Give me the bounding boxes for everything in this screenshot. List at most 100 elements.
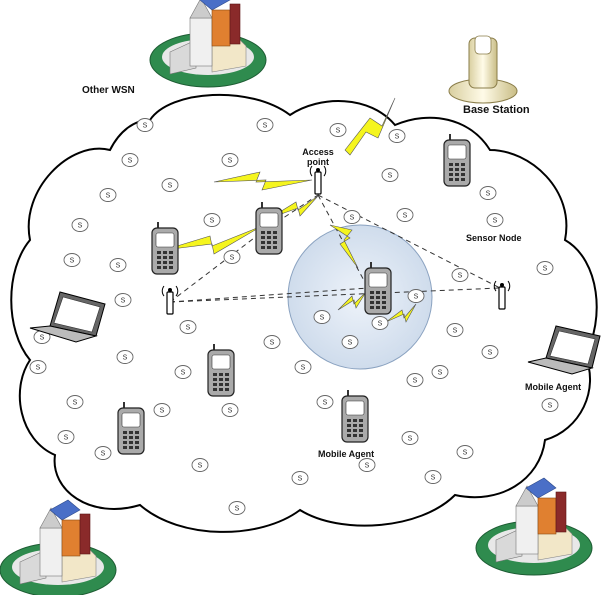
svg-text:S: S: [438, 370, 443, 377]
svg-text:S: S: [181, 370, 186, 377]
sensor-node-icon: S: [407, 289, 425, 303]
svg-text:S: S: [116, 263, 121, 270]
svg-text:S: S: [336, 128, 341, 135]
svg-text:S: S: [106, 193, 111, 200]
sensor-node-icon: S: [541, 398, 559, 412]
mobile-phone-icon: [207, 344, 235, 397]
svg-text:S: S: [323, 400, 328, 407]
svg-text:S: S: [160, 408, 165, 415]
antenna-icon: [309, 165, 327, 195]
sensor-node-icon: S: [401, 431, 419, 445]
sensor-node-icon: S: [313, 310, 331, 324]
sensor-node-icon: S: [263, 335, 281, 349]
mobile-phone-icon: [364, 262, 392, 315]
base-station-label: Base Station: [463, 104, 530, 116]
svg-text:S: S: [40, 335, 45, 342]
mobile-agent-label-right: Mobile Agent: [525, 382, 581, 392]
sensor-node-icon: S: [71, 218, 89, 232]
laptop-icon: [29, 291, 106, 343]
sensor-node-icon: S: [63, 253, 81, 267]
sensor-node-icon: S: [161, 178, 179, 192]
sensor-node-icon: S: [479, 186, 497, 200]
mobile-phone-icon: [255, 202, 283, 255]
sensor-node-icon: S: [456, 445, 474, 459]
sensor-node-icon: S: [536, 261, 554, 275]
svg-text:S: S: [493, 218, 498, 225]
sensor-node-icon: S: [381, 168, 399, 182]
svg-text:S: S: [128, 158, 133, 165]
svg-text:S: S: [350, 215, 355, 222]
svg-text:S: S: [121, 298, 126, 305]
svg-text:S: S: [486, 191, 491, 198]
laptop-icon: [527, 325, 601, 375]
access-point-label-line2: point: [307, 157, 329, 167]
sensor-node-icon: S: [136, 118, 154, 132]
sensor-node-icon: S: [329, 123, 347, 137]
sensor-node-icon: S: [191, 458, 209, 472]
svg-text:S: S: [414, 294, 419, 301]
sensor-node-icon: S: [114, 293, 132, 307]
svg-text:S: S: [463, 450, 468, 457]
access-point-label-line1: Access: [302, 147, 334, 157]
building-cluster-icon: [149, 0, 267, 88]
wireless-link-icon: [385, 303, 417, 323]
antenna-icon: [161, 285, 179, 315]
sensor-node-icon: S: [371, 316, 389, 330]
sensor-node-icon: S: [486, 213, 504, 227]
sensor-node-icon: S: [99, 188, 117, 202]
svg-text:S: S: [64, 435, 69, 442]
svg-text:S: S: [210, 218, 215, 225]
sensor-node-icon: S: [174, 365, 192, 379]
sensor-node-icon: S: [396, 208, 414, 222]
mobile-phone-icon: [341, 390, 369, 443]
sensor-node-icon: S: [223, 250, 241, 264]
sensor-node-icon: S: [316, 395, 334, 409]
sensor-node-icon: S: [29, 360, 47, 374]
svg-text:S: S: [431, 475, 436, 482]
sensor-node-icon: S: [57, 430, 75, 444]
svg-text:S: S: [228, 158, 233, 165]
svg-text:S: S: [320, 315, 325, 322]
svg-text:S: S: [301, 365, 306, 372]
mobile-phone-icon: [117, 402, 145, 455]
antenna-icon: [493, 280, 511, 310]
sensor-node-icon: S: [256, 118, 274, 132]
sensor-node-icon: S: [294, 360, 312, 374]
svg-text:S: S: [348, 340, 353, 347]
svg-text:S: S: [408, 436, 413, 443]
svg-text:S: S: [403, 213, 408, 220]
sensor-node-icon: S: [446, 323, 464, 337]
sensor-node-icon: S: [153, 403, 171, 417]
sensor-node-icon: S: [116, 350, 134, 364]
sensor-node-icon: S: [406, 373, 424, 387]
svg-text:S: S: [123, 355, 128, 362]
sensor-node-icon: S: [431, 365, 449, 379]
sensor-node-icon: S: [221, 153, 239, 167]
mobile-phone-icon: [151, 222, 179, 275]
svg-text:S: S: [378, 321, 383, 328]
other-wsn-label: Other WSN: [82, 85, 135, 96]
svg-text:S: S: [543, 266, 548, 273]
svg-text:S: S: [235, 506, 240, 513]
sensor-node-icon: S: [451, 268, 469, 282]
sensor-node-icon: S: [358, 458, 376, 472]
svg-text:S: S: [548, 403, 553, 410]
svg-text:S: S: [395, 134, 400, 141]
sensor-node-icon: S: [481, 345, 499, 359]
sensor-node-icon: S: [203, 213, 221, 227]
sensor-nodes: S S S S S S S S S S S S S S S S S S S S S S S S S S S S S S S S S S S S S S S S…: [29, 118, 559, 515]
sensor-node-icon: S: [66, 395, 84, 409]
sensor-node-icon: S: [179, 320, 197, 334]
svg-text:S: S: [230, 255, 235, 262]
sensor-node-icon: S: [341, 335, 359, 349]
mobile-phone-icon: [443, 134, 471, 187]
svg-text:S: S: [73, 400, 78, 407]
sensor-node-icon: S: [109, 258, 127, 272]
svg-text:S: S: [228, 408, 233, 415]
sensor-node-label: Sensor Node: [466, 233, 522, 243]
sensor-node-icon: S: [343, 210, 361, 224]
mobile-agent-label-center: Mobile Agent: [318, 449, 374, 459]
sensor-node-icon: S: [221, 403, 239, 417]
svg-text:S: S: [198, 463, 203, 470]
svg-text:S: S: [263, 123, 268, 130]
